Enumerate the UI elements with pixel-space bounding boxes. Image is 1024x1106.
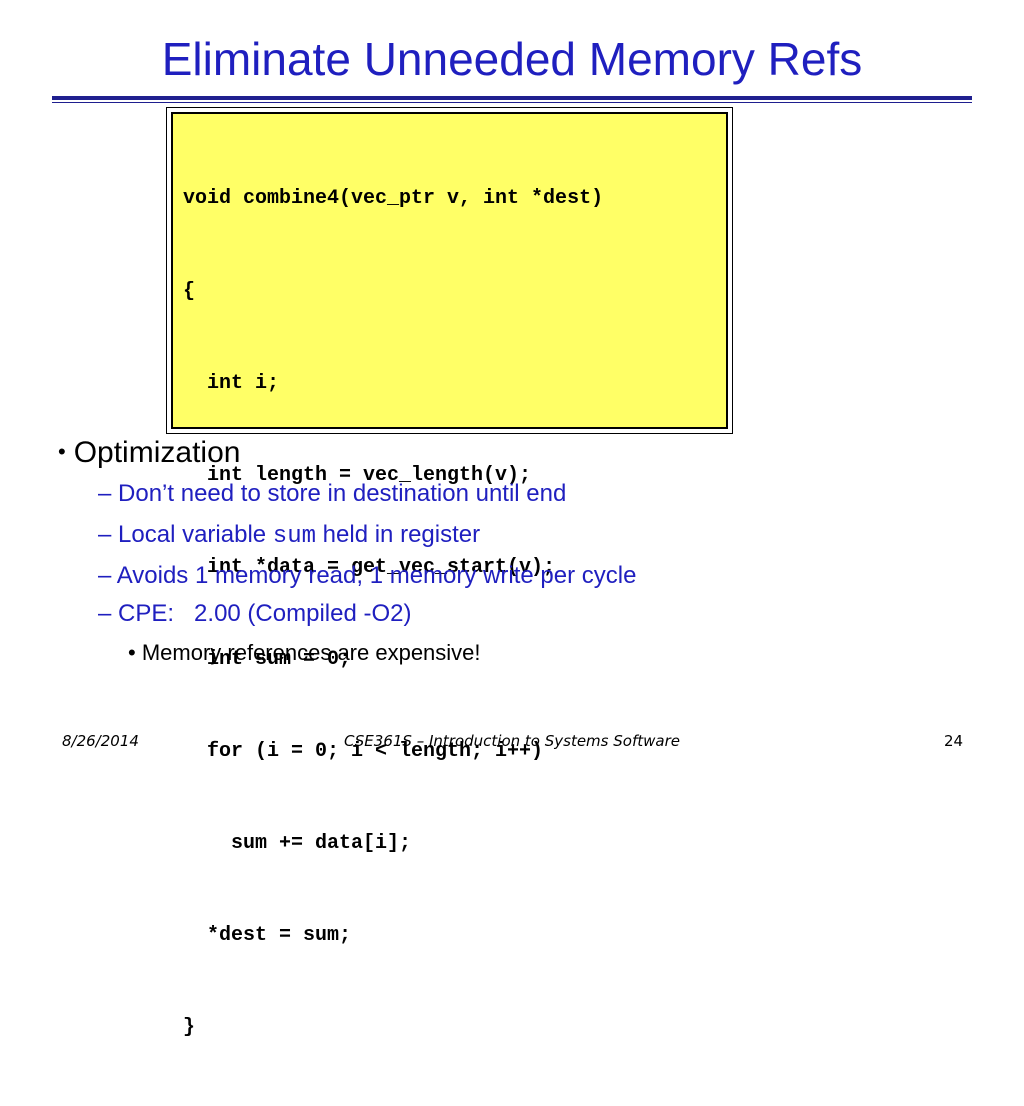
title-underline-thick: [52, 96, 972, 100]
sub-sub-bullet: • Memory references are expensive!: [128, 640, 481, 666]
footer-date: 8/26/2014: [62, 732, 139, 750]
code-line: int *data = get_vec_start(v);: [183, 555, 556, 579]
bullet-dot: •: [58, 439, 66, 464]
code-line: *dest = sum;: [183, 924, 352, 948]
sub-bullet-text: Avoids 1 memory read, 1 memory write per…: [116, 562, 637, 589]
sub-bullet-text: Don’t need to store in destination until…: [118, 480, 567, 507]
footer-course: CSE361S – Introduction to Systems Softwa…: [344, 732, 680, 750]
sub-sub-bullet-text: Memory references are expensive!: [141, 640, 481, 665]
dash: –: [98, 480, 112, 507]
sub-bullet-text-pre: Local variable: [118, 521, 273, 548]
bullet-optimization: • Optimization: [58, 436, 240, 470]
sub-bullet-1: – Don’t need to store in destination unt…: [98, 480, 566, 508]
slide-title: Eliminate Unneeded Memory Refs: [161, 33, 863, 85]
footer-page-number: 24: [944, 732, 964, 750]
bullet-dot: •: [128, 640, 136, 665]
code-line: sum += data[i];: [183, 832, 412, 856]
bullet-text: Optimization: [73, 436, 241, 469]
code-inline-sum: sum: [272, 523, 317, 550]
code-line: for (i = 0; i < length; i++): [183, 740, 544, 764]
sub-bullet-text-post: held in register: [316, 521, 481, 548]
dash: –: [98, 562, 112, 589]
code-line: int i;: [183, 371, 280, 395]
code-block: void combine4(vec_ptr v, int *dest) { in…: [166, 107, 733, 1039]
dash: –: [98, 600, 112, 627]
code-line: }: [183, 1016, 196, 1040]
sub-bullet-text: CPE: 2.00 (Compiled -O2): [118, 600, 412, 627]
title-underline-thin: [52, 102, 972, 103]
sub-bullet-2: – Local variable sum held in register: [98, 521, 480, 550]
dash: –: [98, 521, 112, 548]
code-line: void combine4(vec_ptr v, int *dest): [183, 187, 604, 211]
code-line: int sum = 0;: [183, 647, 352, 671]
sub-bullet-3: – Avoids 1 memory read, 1 memory write p…: [98, 562, 636, 590]
sub-bullet-4: – CPE: 2.00 (Compiled -O2): [98, 600, 411, 628]
code-line: {: [183, 279, 196, 303]
code-block-inner: void combine4(vec_ptr v, int *dest) { in…: [171, 112, 728, 1039]
code-line: int length = vec_length(v);: [183, 463, 532, 487]
